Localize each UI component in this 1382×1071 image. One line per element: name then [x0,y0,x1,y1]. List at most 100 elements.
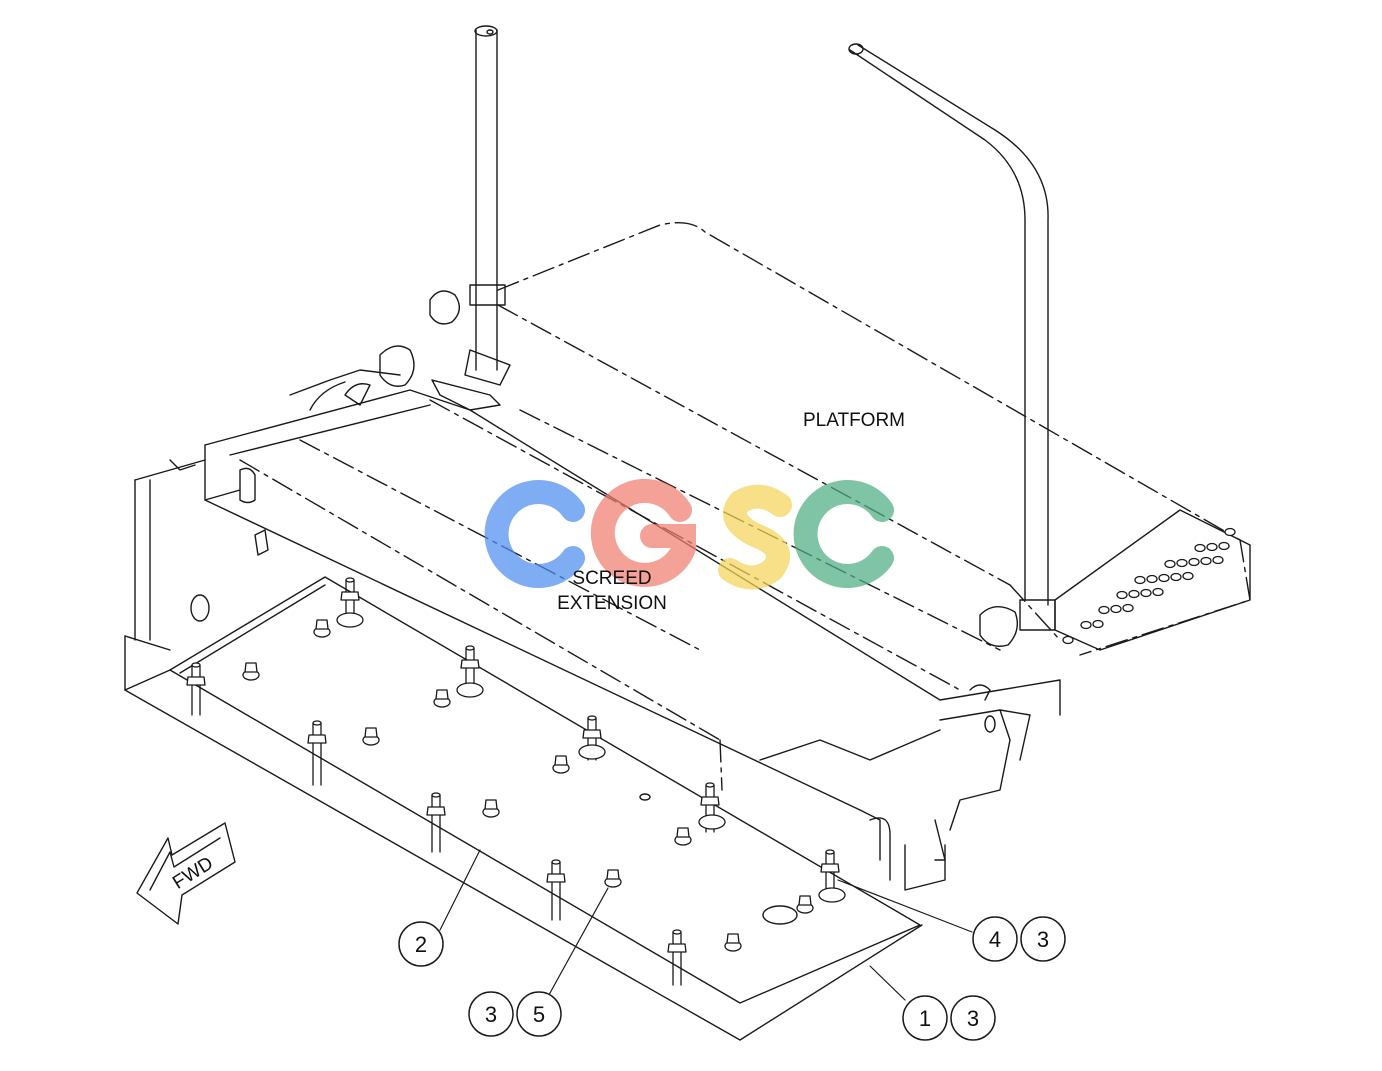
bolt-head [484,799,498,810]
stud-top [431,792,441,798]
stud-nut [307,734,327,744]
callout-balloon [468,991,514,1037]
stud-top [587,715,597,721]
studs [186,577,846,986]
watermark-letter-s [718,484,792,590]
stud-top [672,929,682,935]
tread-hole [1062,635,1074,645]
callout-balloon [950,995,996,1041]
stud-top [825,849,835,855]
watermark-letter-c [484,480,585,588]
platform-tread-plate [1054,509,1251,651]
screed-label-line1: SCREED [572,568,651,589]
bolt-head [554,755,568,766]
stud-nut [340,591,360,601]
stud-nut [546,873,566,883]
bolt-head [676,827,690,838]
stud-top [551,859,561,865]
left-handrail [379,25,511,411]
platform-label: PLATFORM [803,410,905,431]
stud-shaft [551,861,561,921]
tread-hole [1206,542,1218,552]
bolt-head [606,869,620,880]
tread-hole [1218,541,1230,551]
stud-top [345,577,355,583]
stud-nut [460,659,480,669]
callout-3: 3 [967,1006,979,1031]
screed-frame [134,369,1061,891]
stud-shaft [312,722,322,786]
fwd-arrow [136,822,236,925]
tread-hole [1194,543,1206,553]
bolt-head [364,727,378,738]
callout-2: 2 [415,932,427,957]
cgsc-watermark [484,478,894,590]
washer [698,814,726,830]
tread-hole [1092,619,1104,629]
stud-shaft [431,794,441,853]
callout-balloon [516,991,562,1037]
washer [456,682,484,698]
tread-hole [1116,590,1128,600]
bolt-head [244,662,258,673]
stud-nut [186,676,206,686]
tread-hole [1200,556,1212,566]
callout-balloon [972,916,1018,962]
leader-lines [439,849,973,1003]
stud-shaft [191,664,201,716]
tread-hole [1182,571,1194,581]
tread-hole [1140,588,1152,598]
tread-hole [1098,605,1110,615]
stud-top [312,720,322,726]
tread-hole [1080,620,1092,630]
stud-top [465,645,475,651]
screed-label-line2: EXTENSION [557,593,667,614]
tread-hole [1224,527,1236,537]
callout-4: 4 [989,927,1001,952]
callout-balloon [902,995,948,1041]
washer [336,612,364,628]
tread-hole [1176,558,1188,568]
stud-nut [700,796,720,806]
callout-balloons [398,916,1066,1041]
tread-hole [1158,573,1170,583]
tread-hole [1110,604,1122,614]
stud-nut [820,863,840,873]
stud-shaft [672,931,682,986]
washer [578,744,606,760]
tread-hole [1164,559,1176,569]
watermark-letter-g [590,478,696,587]
callout-3: 3 [485,1002,497,1027]
callout-1: 1 [919,1006,931,1031]
callout-balloon [398,921,444,967]
tread-hole [1188,557,1200,567]
bolt-head [315,619,329,630]
stud-nut [667,943,687,953]
callout-balloon [1020,916,1066,962]
bolt-head [798,895,812,906]
platform-outline [429,222,1251,691]
right-handrail [848,43,1056,647]
bolt-head [435,689,449,700]
tread-hole [1134,575,1146,585]
washer [818,887,846,903]
tread-hole [1212,555,1224,565]
tread-holes [1062,527,1236,645]
callout-3: 3 [1037,927,1049,952]
bolt-head [726,933,740,944]
nuts [242,619,814,952]
watermark-letter-c [793,480,894,588]
tread-hole [1128,589,1140,599]
callout-5: 5 [533,1002,545,1027]
stud-top [705,782,715,788]
stud-nut [426,806,446,816]
screed-extension-outline [239,439,723,791]
stud-top [191,662,201,668]
tread-hole [1146,574,1158,584]
tread-hole [1122,603,1134,613]
stud-nut [582,729,602,739]
mounting-plate [124,576,923,1041]
tread-hole [1152,587,1164,597]
